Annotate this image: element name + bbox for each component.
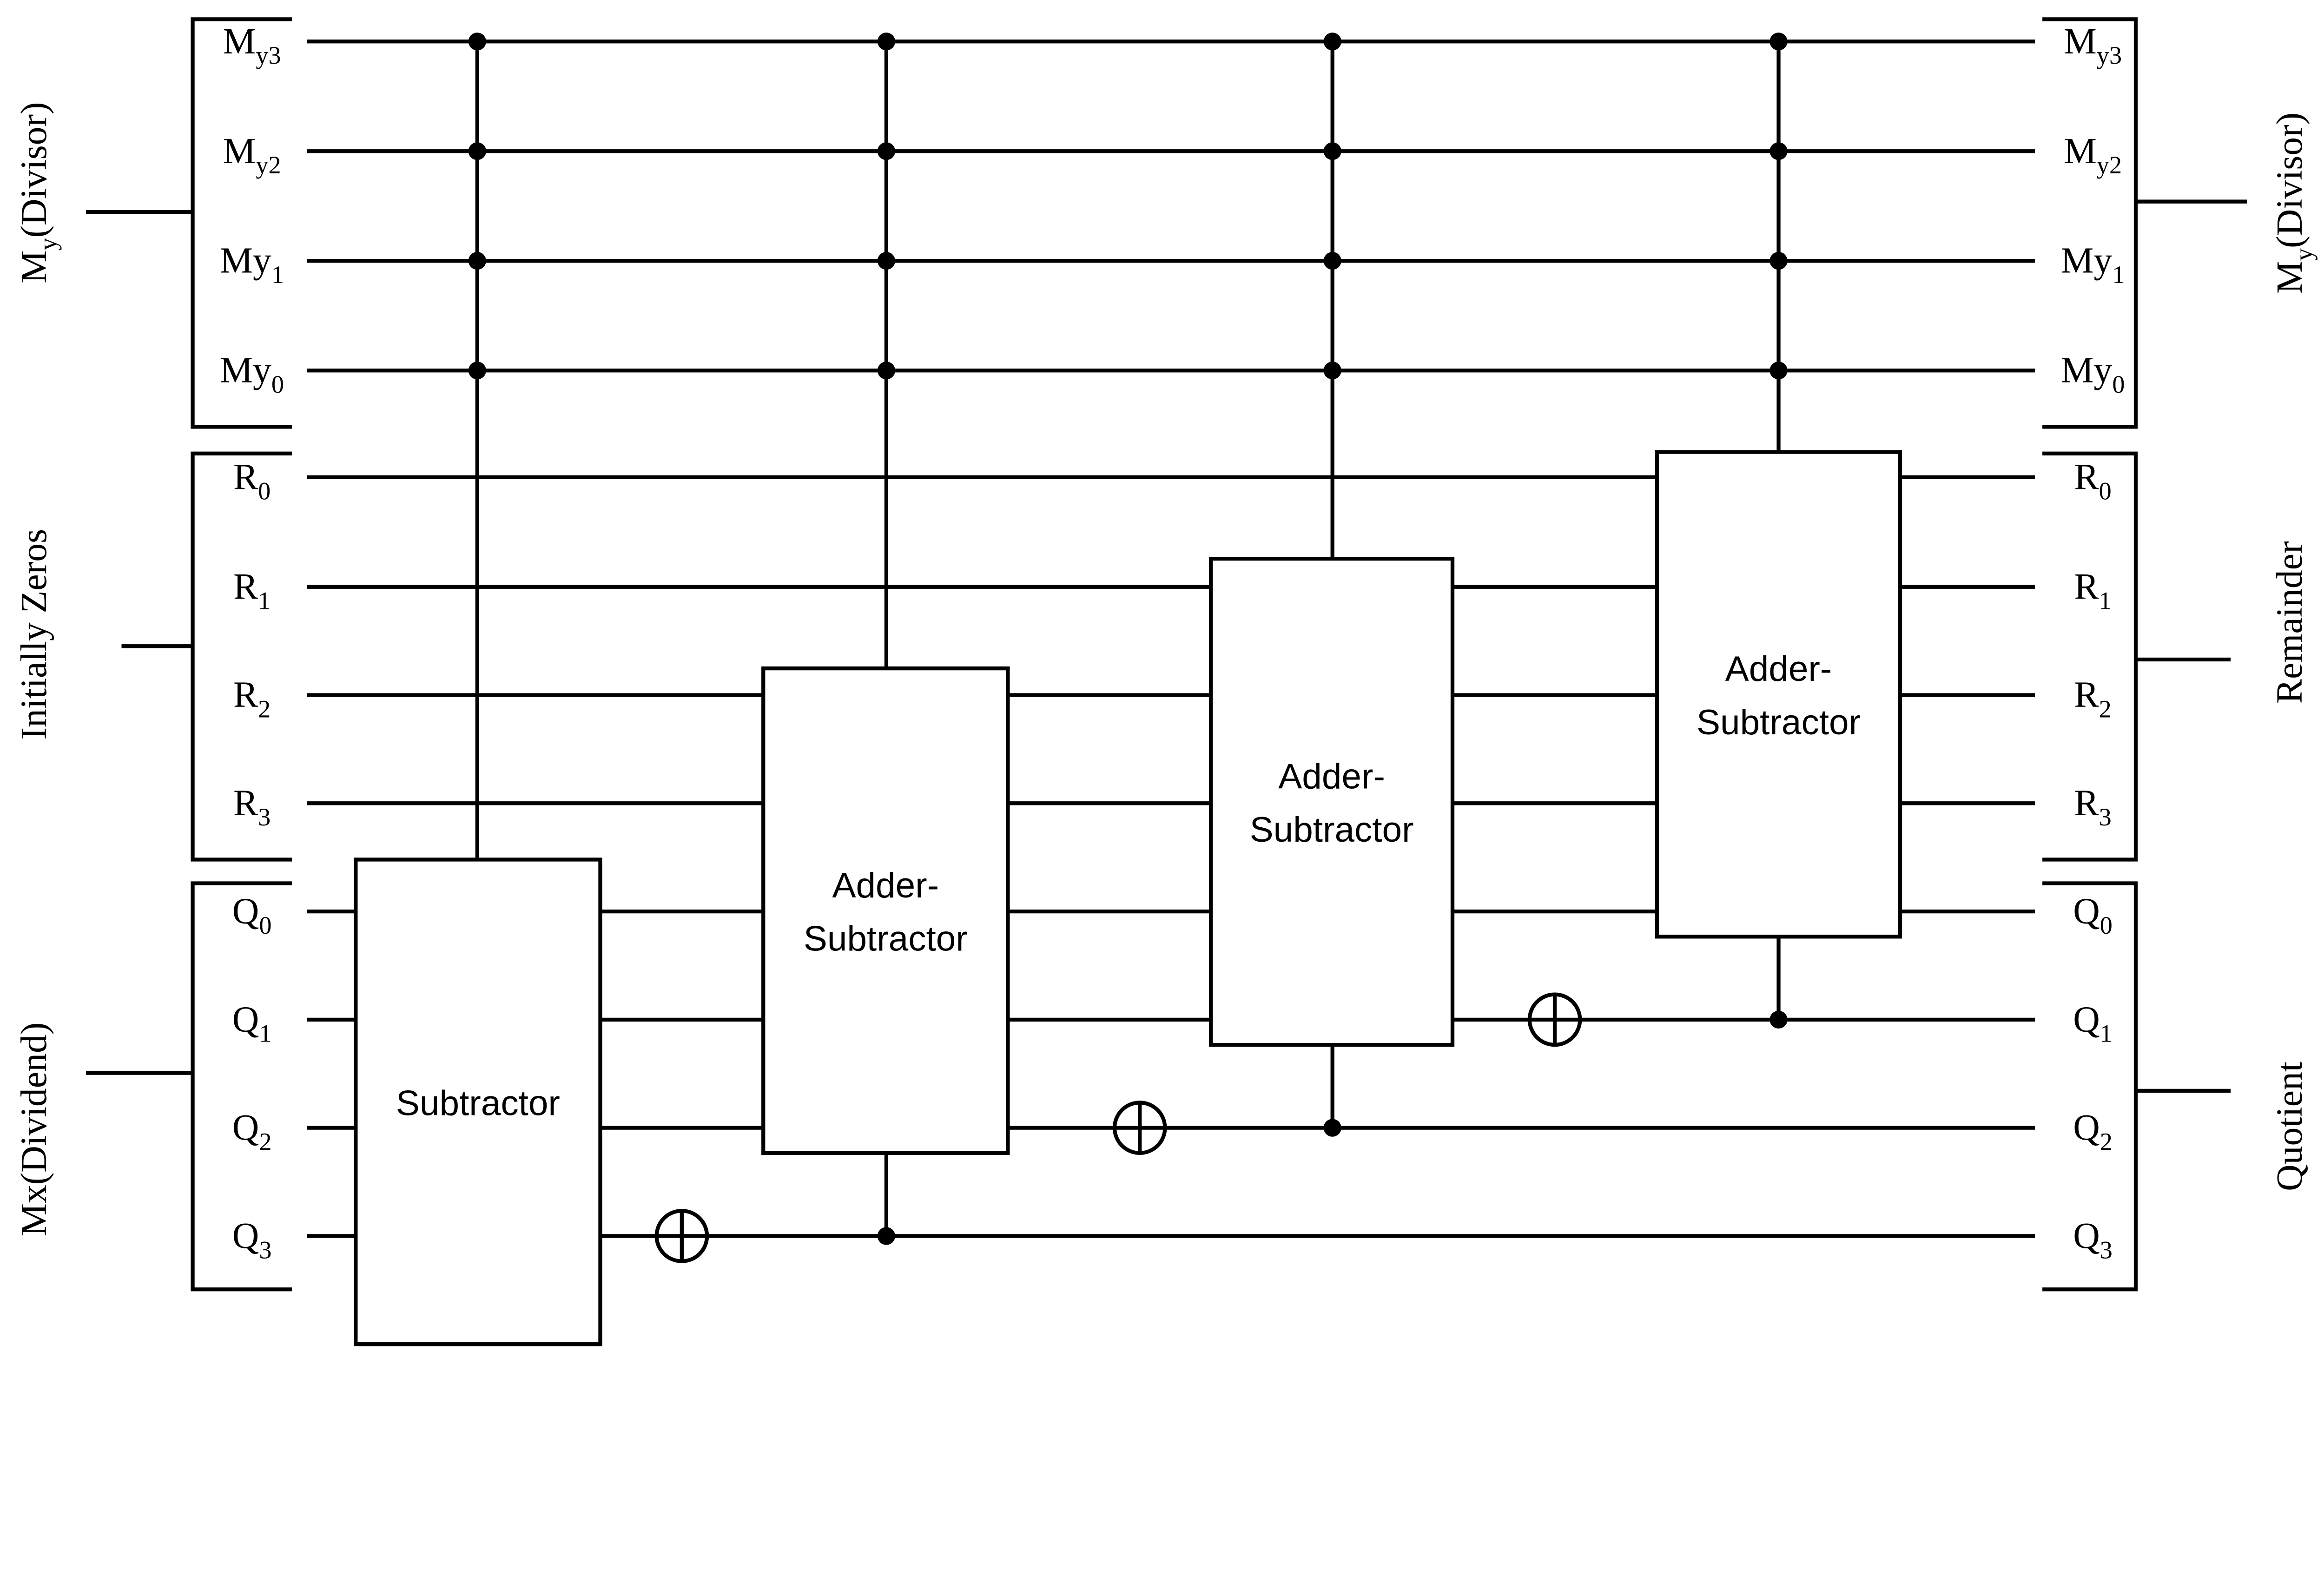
right-wire-label: R0 (2074, 456, 2111, 505)
control-dot-icon (877, 362, 896, 380)
control-dot-icon (1323, 1119, 1341, 1137)
control-dot-icon (877, 33, 896, 51)
left-wire-label: R2 (233, 674, 271, 723)
control-dot-icon (468, 362, 486, 380)
left-wire-label: Q3 (232, 1215, 272, 1264)
right-wire-label: My0 (2061, 350, 2125, 398)
left-wire-label: Q1 (232, 999, 272, 1047)
control-dot-icon (1323, 252, 1341, 270)
control-dot-icon (877, 252, 896, 270)
right-wire-label: R1 (2074, 566, 2111, 614)
block-3 (1655, 450, 1902, 939)
right-group-label: Remainder (2269, 541, 2310, 704)
left-wire-label: My3 (223, 21, 281, 69)
quantum-divider-circuit: SubtractorAdder-SubtractorAdder-Subtract… (13, 17, 2317, 1346)
right-group-label: Quotient (2269, 1062, 2310, 1191)
block-label: Adder- (832, 866, 939, 905)
right-wire-label: My2 (2064, 131, 2122, 179)
control-dot-icon (1323, 33, 1341, 51)
control-dot-icon (1769, 33, 1788, 51)
left-register-bracket-2 (191, 881, 292, 1292)
block-2 (1209, 557, 1455, 1047)
left-register-bracket-0 (191, 17, 292, 429)
right-wire-label: My1 (2061, 240, 2125, 289)
left-wire-label: Q0 (232, 891, 272, 939)
control-dot-icon (468, 33, 486, 51)
block-label: Subtractor (1250, 810, 1414, 850)
right-register-bracket-1 (2042, 451, 2138, 862)
left-wire-label: R3 (233, 783, 271, 831)
left-register-bracket-1 (191, 451, 292, 862)
left-wire-label: My2 (223, 131, 281, 179)
block-label: Subtractor (804, 919, 968, 959)
right-register-bracket-2 (2042, 881, 2138, 1292)
control-dot-icon (1769, 252, 1788, 270)
right-wire-label: Q1 (2073, 999, 2113, 1047)
control-dot-icon (468, 142, 486, 160)
control-dot-icon (877, 1227, 896, 1245)
right-wire-label: Q3 (2073, 1215, 2113, 1264)
block-label: Adder- (1725, 649, 1832, 689)
left-wire-label: My0 (220, 350, 284, 398)
left-wire-label: R1 (233, 566, 271, 614)
right-wire-label: My3 (2064, 21, 2122, 69)
control-dot-icon (1769, 1010, 1788, 1029)
block-label: Subtractor (396, 1084, 560, 1123)
control-dot-icon (468, 252, 486, 270)
control-dot-icon (877, 142, 896, 160)
block-1 (761, 666, 1010, 1155)
right-wire-label: R3 (2074, 783, 2111, 831)
left-wire-label: My1 (220, 240, 284, 289)
left-group-label: Initially Zeros (13, 529, 54, 740)
block-0 (354, 857, 602, 1346)
control-dot-icon (1323, 142, 1341, 160)
control-dot-icon (1769, 362, 1788, 380)
left-group-label: My(Divisor) (13, 102, 62, 283)
right-register-bracket-0 (2042, 17, 2138, 429)
left-group-label: Mx(Dividend) (13, 1022, 54, 1236)
block-label: Subtractor (1697, 703, 1861, 742)
control-dot-icon (1769, 142, 1788, 160)
block-label: Adder- (1278, 757, 1385, 796)
right-wire-label: Q0 (2073, 891, 2113, 939)
right-wire-label: R2 (2074, 674, 2111, 723)
left-wire-label: R0 (233, 456, 271, 505)
right-wire-label: Q2 (2073, 1107, 2113, 1155)
control-dot-icon (1323, 362, 1341, 380)
left-wire-label: Q2 (232, 1107, 272, 1155)
right-group-label: My(Divisor) (2269, 112, 2317, 294)
